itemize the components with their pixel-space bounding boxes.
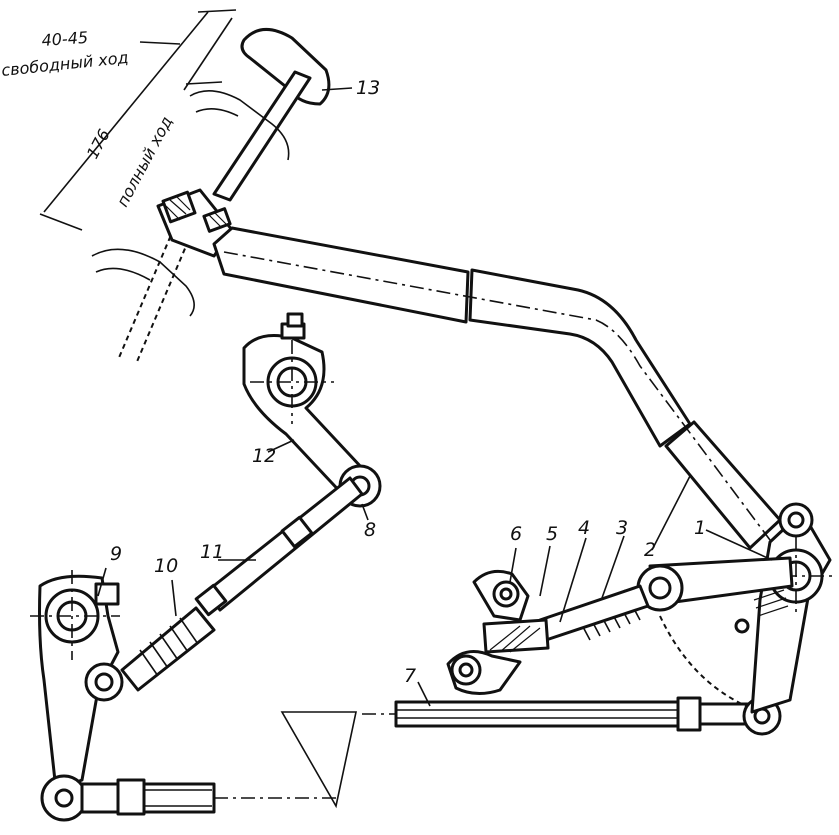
callout-2: 2	[644, 539, 656, 561]
callout-10: 10	[154, 555, 178, 577]
callout-13: 13	[356, 77, 380, 99]
callout-5: 5	[546, 523, 558, 545]
callout-7: 7	[404, 665, 416, 687]
callout-6: 6	[510, 523, 522, 545]
callout-4: 4	[578, 517, 590, 539]
pedal-assembly	[39, 9, 331, 365]
free-play-value: 40-45	[41, 28, 89, 50]
full-travel-label: полный ход	[113, 113, 176, 210]
callout-12: 12	[252, 445, 276, 467]
lever-9	[30, 570, 340, 822]
lever-12	[242, 312, 382, 508]
callout-3: 3	[616, 517, 628, 539]
free-play-label: свободный ход	[0, 48, 129, 80]
callout-1: 1	[694, 517, 706, 539]
callout-11: 11	[200, 541, 224, 563]
spring-assembly	[446, 556, 794, 695]
callout-9: 9	[110, 543, 122, 565]
leader-lines	[97, 87, 773, 707]
rod-7	[280, 696, 782, 809]
rod-11	[120, 476, 364, 692]
callout-8: 8	[364, 519, 376, 541]
push-tube	[212, 226, 782, 550]
